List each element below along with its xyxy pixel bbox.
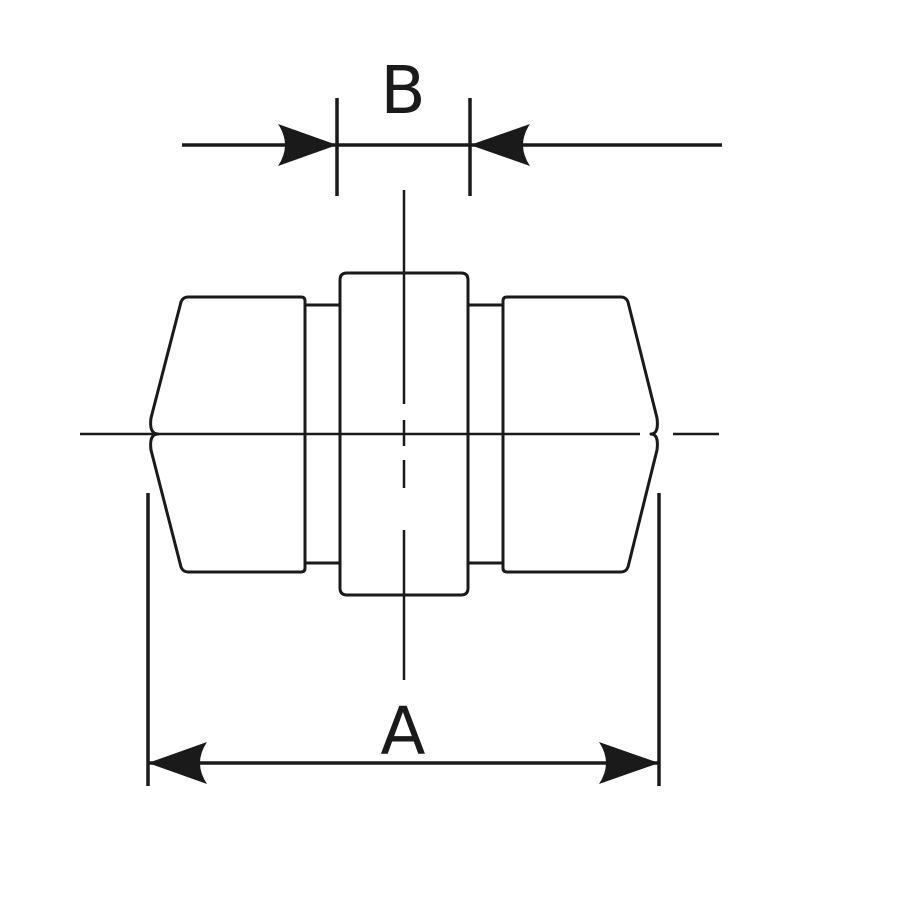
dimension-a-arrow-left (148, 742, 207, 784)
left-neck (305, 303, 339, 565)
center-collar (338, 271, 470, 597)
dimension-a: A (146, 493, 661, 786)
fitting-body (149, 271, 659, 597)
dimension-b-arrow-left (278, 124, 337, 166)
dimension-b-arrow-right (470, 124, 530, 166)
dimension-a-arrow-right (599, 742, 659, 784)
right-neck (468, 303, 503, 565)
dimension-b-label: B (380, 52, 425, 129)
dimension-a-label: A (380, 693, 425, 770)
right-end-body (501, 295, 659, 574)
dimension-b: B (182, 52, 722, 196)
left-end-body (149, 295, 307, 574)
center-lines (80, 190, 719, 680)
